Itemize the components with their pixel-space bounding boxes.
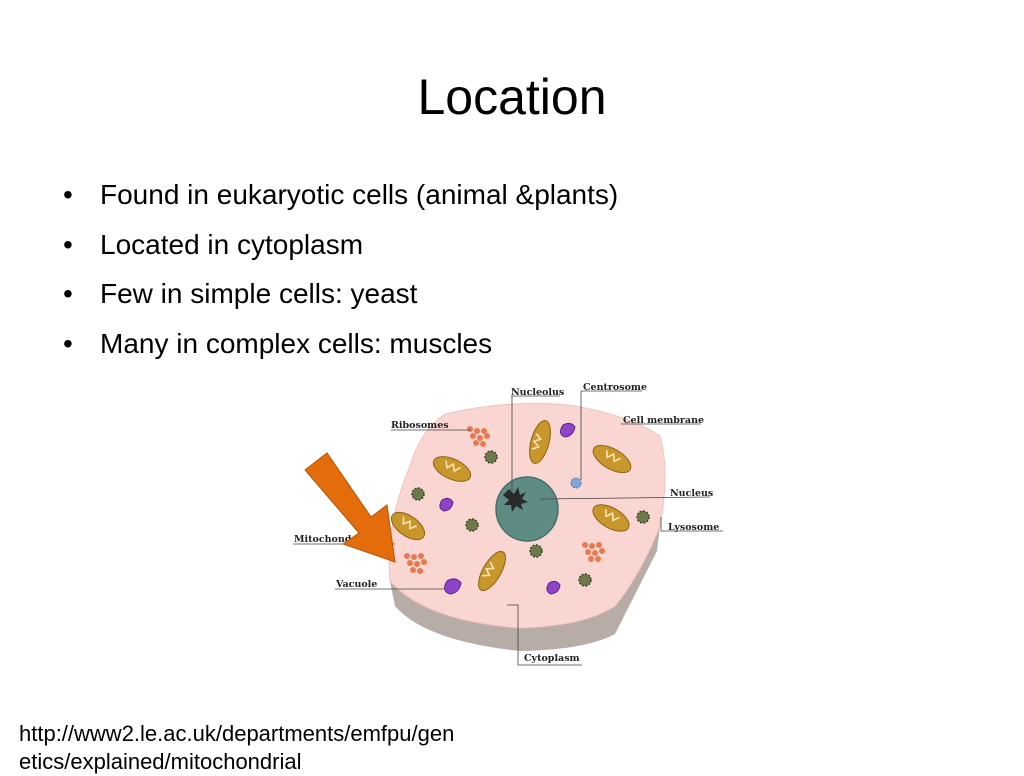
bullet-item: • Few in simple cells: yeast (60, 269, 618, 319)
cell-diagram-svg: Nucleolus Centrosome Cell membrane Ribos… (293, 382, 723, 666)
label-lysosome: Lysosome (668, 522, 719, 533)
ribosome-cluster (404, 553, 427, 574)
label-centrosome: Centrosome (583, 382, 647, 393)
mitochondrion (592, 444, 632, 474)
label-cell-membrane: Cell membrane (623, 415, 704, 426)
bullet-item: • Many in complex cells: muscles (60, 319, 618, 369)
lysosome (484, 450, 498, 464)
label-mitochondria: Mitochond (294, 534, 352, 545)
lysosome (411, 487, 425, 501)
mitochondrion (432, 456, 472, 482)
vacuoles-group (439, 422, 576, 595)
lysosomes-group (411, 450, 650, 587)
centrosome (570, 477, 582, 489)
label-cytoplasm: Cytoplasm (524, 653, 580, 664)
label-nucleus: Nucleus (670, 488, 713, 499)
vacuole (439, 497, 454, 512)
ribosome-cluster (582, 542, 605, 562)
bullet-dot: • (63, 228, 73, 260)
bullet-item: • Located in cytoplasm (60, 220, 618, 270)
mitochondrion (592, 504, 630, 532)
bullet-text: Few in simple cells: yeast (100, 278, 418, 309)
bullet-text: Located in cytoplasm (100, 228, 364, 260)
nucleolus (503, 487, 528, 512)
mitochondrion (478, 550, 506, 592)
bullet-dot: • (63, 278, 73, 309)
ribosome-cluster (467, 426, 490, 447)
vacuole (546, 580, 561, 595)
bullet-dot: • (63, 327, 73, 359)
ribosome-clusters (404, 426, 605, 574)
pointer-arrow (304, 452, 396, 563)
lysosome (578, 573, 592, 587)
slide-title: Location (417, 69, 607, 125)
label-ribosomes: Ribosomes (391, 420, 449, 431)
vacuole (559, 422, 576, 438)
bullet-dot: • (63, 179, 73, 210)
nucleus (495, 476, 559, 542)
label-nucleolus: Nucleolus (511, 387, 564, 398)
mitochondrion (390, 511, 426, 541)
mitochondrion (529, 420, 551, 464)
label-vacuole: Vacuole (335, 579, 377, 590)
bullet-list: • Found in eukaryotic cells (animal &plan… (60, 170, 618, 368)
mitochondria-cristae (402, 433, 621, 577)
bullet-item: • Found in eukaryotic cells (animal &plan… (60, 170, 618, 220)
leader-lines (293, 390, 723, 666)
cell-side-wall (390, 526, 660, 651)
lysosome (529, 544, 543, 558)
mitochondria-group (390, 420, 632, 592)
bullet-text: Many in complex cells: muscles (100, 327, 493, 359)
lysosome (465, 518, 479, 532)
lysosome (636, 510, 650, 524)
bullet-text: Found in eukaryotic cells (animal &plant… (100, 179, 619, 210)
cell-diagram: Nucleolus Centrosome Cell membrane Ribos… (285, 376, 735, 676)
